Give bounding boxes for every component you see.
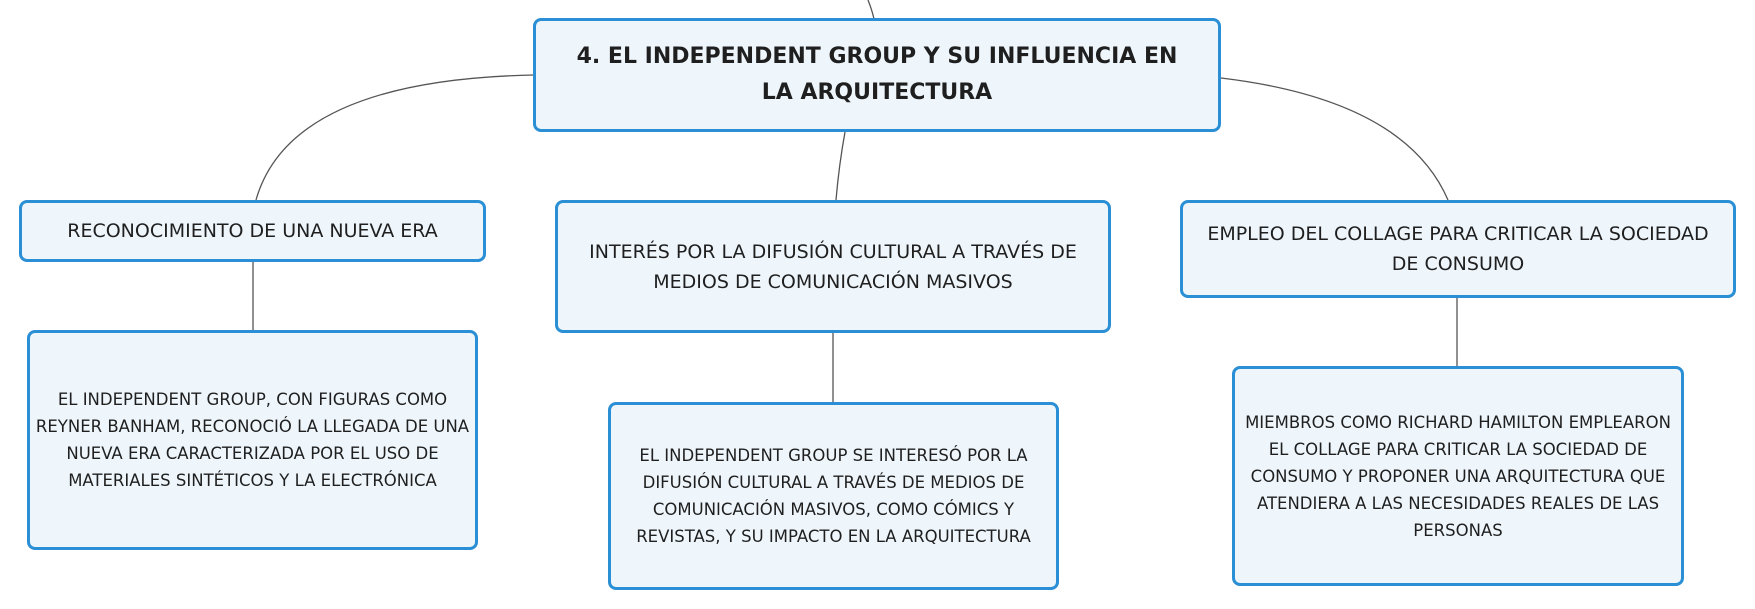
- detail-node-1[interactable]: EL INDEPENDENT GROUP, CON FIGURAS COMO R…: [27, 330, 478, 550]
- connector-root-to-branch-2: [835, 131, 846, 201]
- detail-text-1: EL INDEPENDENT GROUP, CON FIGURAS COMO R…: [35, 390, 470, 490]
- detail-node-3[interactable]: MIEMBROS COMO RICHARD HAMILTON EMPLEARON…: [1232, 366, 1684, 586]
- connector-parent-to-root: [867, 0, 875, 20]
- detail-text-3: MIEMBROS COMO RICHARD HAMILTON EMPLEARON…: [1245, 412, 1671, 540]
- detail-text-2: EL INDEPENDENT GROUP SE INTERESÓ POR LA …: [636, 446, 1031, 546]
- branch-topic-node-2[interactable]: INTERÉS POR LA DIFUSIÓN CULTURAL A TRAVÉ…: [555, 200, 1111, 333]
- branch-topic-label-2: INTERÉS POR LA DIFUSIÓN CULTURAL A TRAVÉ…: [589, 240, 1077, 293]
- connector-root-to-branch-1: [255, 74, 534, 201]
- root-topic-node[interactable]: 4. EL INDEPENDENT GROUP Y SU INFLUENCIA …: [533, 18, 1221, 132]
- branch-topic-label-1: RECONOCIMIENTO DE UNA NUEVA ERA: [67, 220, 438, 242]
- branch-topic-node-3[interactable]: EMPLEO DEL COLLAGE PARA CRITICAR LA SOCI…: [1180, 200, 1736, 298]
- connector-root-to-branch-3: [1220, 77, 1449, 201]
- branch-topic-label-3: EMPLEO DEL COLLAGE PARA CRITICAR LA SOCI…: [1207, 223, 1709, 275]
- root-topic-label: 4. EL INDEPENDENT GROUP Y SU INFLUENCIA …: [576, 44, 1178, 105]
- branch-topic-node-1[interactable]: RECONOCIMIENTO DE UNA NUEVA ERA: [19, 200, 486, 262]
- detail-node-2[interactable]: EL INDEPENDENT GROUP SE INTERESÓ POR LA …: [608, 402, 1059, 590]
